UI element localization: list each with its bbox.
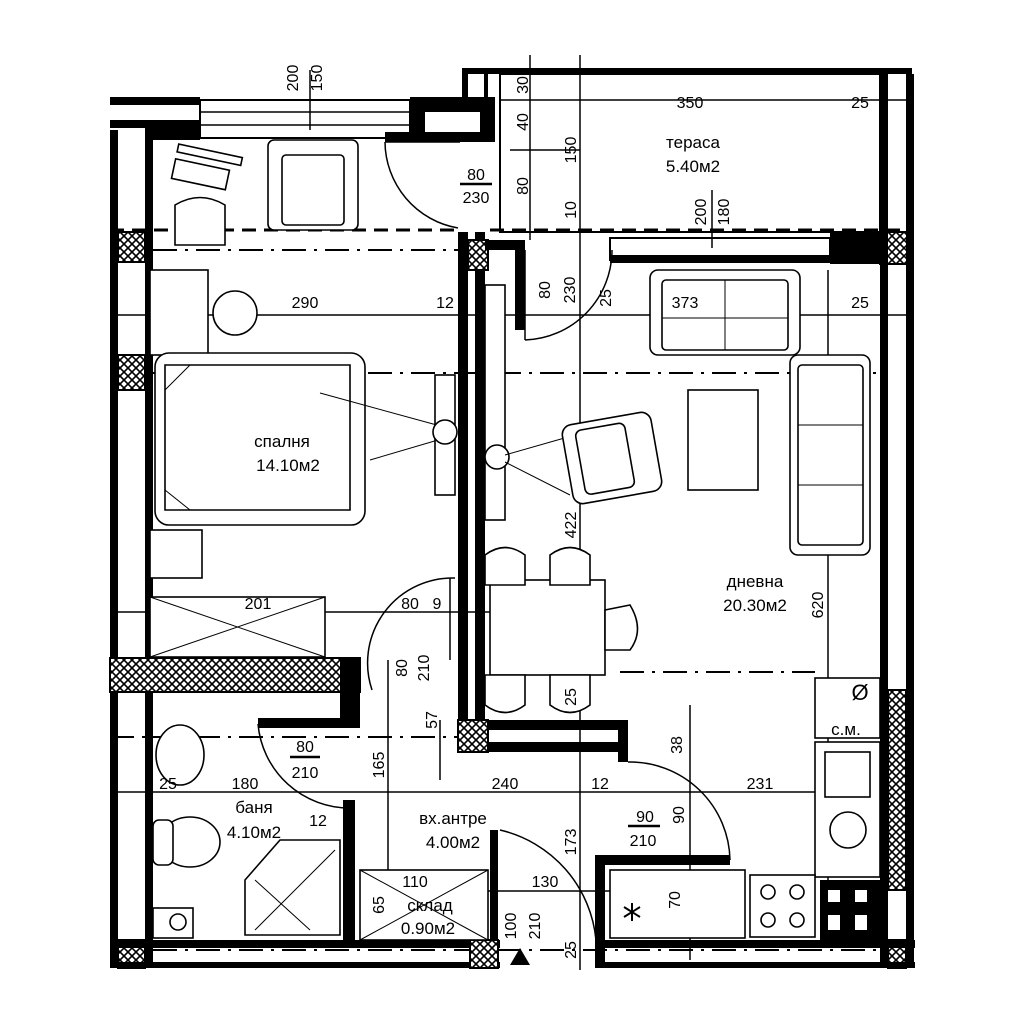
dimension: 350 (677, 95, 704, 112)
dimension: 25 (598, 289, 615, 307)
entrance-arrow-icon (510, 948, 530, 965)
dimension: 12 (436, 295, 454, 312)
window-height: 180 (716, 199, 733, 226)
dimension: 12 (591, 776, 609, 793)
storage-area: 0.90м2 (401, 919, 455, 938)
dimension: 25 (851, 295, 869, 312)
dimension: 130 (532, 874, 559, 891)
dimension: 38 (669, 736, 686, 754)
nightstand-2 (149, 529, 203, 579)
window-width: 200 (693, 199, 710, 226)
dimension: 40 (515, 113, 532, 131)
washing-machine-symbol: Ø (851, 680, 868, 705)
door-height: 230 (463, 190, 490, 207)
dimension: 373 (672, 295, 699, 312)
door-width: 80 (537, 281, 554, 299)
dimension: 165 (371, 752, 388, 779)
dimension: 80 (515, 177, 532, 195)
stove (749, 874, 816, 938)
fridge-icon (623, 903, 641, 921)
dimension: 25 (159, 776, 177, 793)
dimension: 12 (309, 813, 327, 830)
dimension: 201 (245, 596, 272, 613)
lamp (212, 290, 258, 336)
door-height: 210 (527, 913, 544, 940)
dimension: 25 (851, 95, 869, 112)
dining-table (489, 579, 606, 676)
door-height: 230 (562, 277, 579, 304)
kitchen-cabinet (820, 880, 880, 940)
dimension: 620 (810, 592, 827, 619)
desk-equipment (170, 143, 244, 191)
door-height: 210 (292, 765, 319, 782)
bedroom-name: спалня (254, 432, 310, 451)
nightstand (149, 269, 209, 356)
terrace-area: 5.40м2 (666, 157, 720, 176)
entrance-area: 4.00м2 (426, 833, 480, 852)
bathroom-area: 4.10м2 (227, 823, 281, 842)
dimension: 25 (563, 941, 580, 959)
opening-labels: 80 230 80 210 90 210 200 150 200 180 80 … (285, 65, 733, 940)
bedroom-area: 14.10м2 (256, 456, 320, 475)
washing-machine-label: с.м. (831, 720, 861, 739)
dimension: 290 (292, 295, 319, 312)
dimension: 57 (424, 711, 441, 729)
door-width: 80 (394, 659, 411, 677)
living-name: дневна (727, 572, 784, 591)
washing-machine (814, 677, 881, 739)
dimension: 25 (563, 688, 580, 706)
window-width: 200 (285, 65, 302, 92)
door-width: 90 (636, 809, 654, 826)
dimension: 231 (747, 776, 774, 793)
walls (109, 74, 915, 969)
dimension: 422 (563, 512, 580, 539)
tv-unit-living (484, 284, 506, 521)
door-width: 100 (503, 913, 520, 940)
bathroom-name: баня (235, 798, 272, 817)
terrace-name: тераса (666, 133, 720, 152)
entrance-name: вх.антре (419, 809, 487, 828)
storage-name: склад (407, 896, 453, 915)
dimension: 173 (563, 829, 580, 856)
furniture (149, 139, 881, 941)
room-labels: тераса 5.40м2 спалня 14.10м2 дневна 20.3… (227, 133, 869, 938)
door-height: 210 (416, 655, 433, 682)
window-height: 150 (309, 65, 326, 92)
door-height: 210 (630, 833, 657, 850)
dimension: 240 (492, 776, 519, 793)
doors (257, 141, 731, 965)
washbasin (155, 724, 205, 786)
dimension: 9 (433, 596, 442, 613)
dimension: 150 (563, 137, 580, 164)
dimension: 30 (515, 76, 532, 94)
dimension: 90 (671, 806, 688, 824)
door-width: 80 (467, 167, 485, 184)
dimension: 70 (667, 891, 684, 909)
door-width: 80 (296, 739, 314, 756)
dimension: 180 (232, 776, 259, 793)
dimension: 110 (402, 874, 428, 891)
dimension: 65 (371, 896, 388, 914)
dimension: 10 (563, 201, 580, 219)
shower (244, 839, 341, 936)
coffee-table (687, 389, 759, 491)
living-area: 20.30м2 (723, 596, 787, 615)
dimension: 80 (401, 596, 419, 613)
dimension-labels: 350 25 290 12 373 25 201 80 9 180 25 240… (159, 76, 869, 959)
desk-chair (174, 196, 226, 246)
